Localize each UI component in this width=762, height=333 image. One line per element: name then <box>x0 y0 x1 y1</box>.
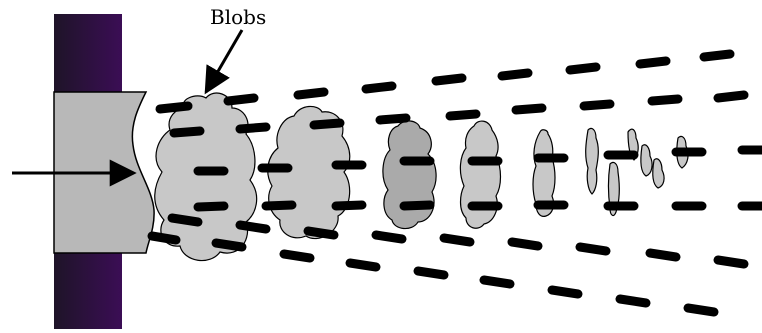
dash-particle <box>350 263 376 267</box>
dash-particle <box>152 236 176 240</box>
dash-particle <box>336 205 362 206</box>
dash-particle <box>484 280 510 284</box>
dash-particle <box>718 95 744 98</box>
dash-particle <box>308 231 334 235</box>
dash-particle <box>436 78 462 81</box>
dash-particle <box>570 67 596 70</box>
dash-particle <box>552 290 578 294</box>
dash-particle <box>298 92 324 95</box>
dash-particle <box>502 73 528 76</box>
blob <box>586 128 599 194</box>
dash-particle <box>228 98 254 101</box>
dash-particle <box>284 254 310 258</box>
blob <box>641 145 652 176</box>
dash-particle <box>652 99 678 101</box>
dash-particle <box>512 242 538 246</box>
dash-particle <box>450 114 476 116</box>
dash-particle <box>314 123 340 125</box>
dash-particle <box>620 299 646 303</box>
dash-particle <box>376 235 402 239</box>
dash-particle <box>216 243 242 247</box>
dash-particle <box>418 271 444 275</box>
dash-particle <box>160 106 188 109</box>
blob <box>383 121 436 229</box>
dash-particle <box>198 206 224 207</box>
dash-particle <box>516 108 542 110</box>
dash-particle <box>174 131 200 133</box>
blobs-pointer-arrow <box>206 30 242 92</box>
dash-particle <box>404 205 430 206</box>
dash-particle <box>240 127 266 129</box>
dash-particle <box>640 61 666 64</box>
dash-particle <box>380 118 406 120</box>
dash-particle <box>266 205 292 206</box>
blobs-label: Blobs <box>210 5 266 29</box>
dash-particle <box>366 86 392 89</box>
dash-particle <box>240 225 266 229</box>
dash-particle <box>584 104 610 106</box>
blob <box>460 121 500 228</box>
dash-particle <box>650 253 676 257</box>
dash-particle <box>580 247 606 251</box>
dash-particle <box>704 54 730 57</box>
wall-upper <box>54 14 122 92</box>
dash-particle <box>688 308 714 312</box>
dash-particle <box>718 260 744 264</box>
wall-lower <box>54 253 122 329</box>
dash-particle <box>172 218 198 222</box>
blob <box>653 159 664 188</box>
dash-particle <box>444 238 470 242</box>
